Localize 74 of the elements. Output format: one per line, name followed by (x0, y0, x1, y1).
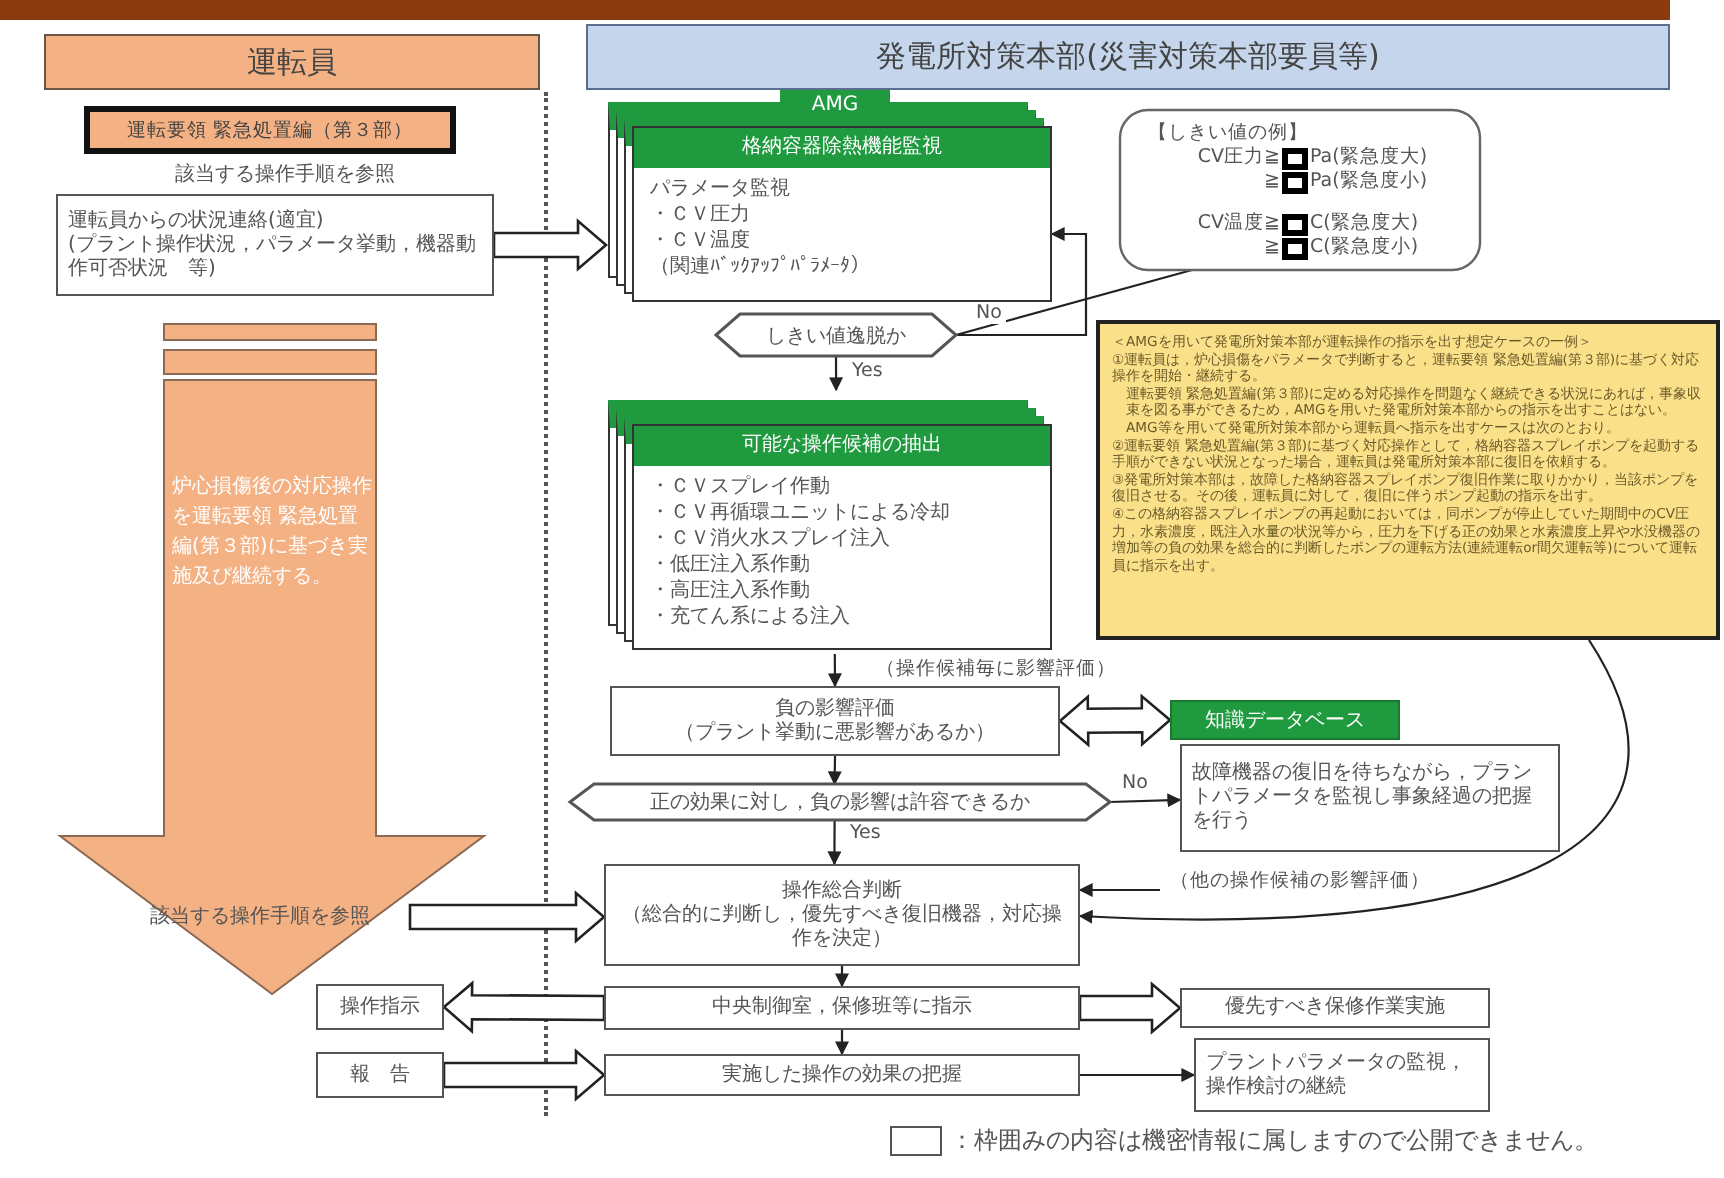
process-box (1180, 988, 1490, 1028)
arrow (1078, 883, 1160, 897)
box-text: プラントパラメータの監視，操作検討の継続 (1206, 1051, 1468, 1099)
body-text: ・充てん系による注入 (650, 604, 852, 630)
process-box (604, 864, 1080, 966)
arrow (827, 820, 842, 866)
arrow (835, 966, 849, 988)
block-arrow (1058, 693, 1172, 748)
box-text: 操作指示 (338, 995, 422, 1019)
edge-label: Yes (846, 822, 885, 844)
arrow (827, 654, 842, 688)
process-box (316, 1052, 444, 1098)
arrow (1078, 639, 1629, 924)
box-text: 実施した操作の効果の把握 (720, 1063, 964, 1087)
box-text: 報 告 (348, 1063, 412, 1087)
box-text: 負の影響評価 (773, 697, 897, 721)
body-text: ・ＣＶ消火水スプレイ注入 (650, 526, 892, 552)
decision-text: 正の効果に対し，負の影響は許容できるか (650, 789, 1030, 816)
process-box (56, 194, 494, 296)
callout-text: CV圧力≧ (1195, 146, 1280, 170)
body-text: パラメータ監視 (650, 176, 792, 202)
body-text: ・ＣＶ再循環ユニットによる冷却 (650, 500, 952, 526)
box-text: 優先すべき保修作業実施 (1223, 996, 1447, 1020)
box-text: 運転員からの状況連絡(適宜) (68, 209, 326, 233)
arrow (1109, 793, 1182, 808)
column-header: 運転員 (44, 34, 540, 90)
arrow (1080, 1068, 1196, 1082)
arrow (829, 356, 844, 392)
arrow (956, 227, 1088, 337)
note-text: 該当する操作手順を参照 (173, 161, 397, 188)
arrow (835, 1030, 849, 1056)
body-text: ・ＣＶ温度 (650, 228, 752, 254)
process-box (1194, 1038, 1490, 1112)
database-box: 知識データベース (1170, 700, 1400, 740)
body-text: ・ＣＶスプレイ作動 (650, 474, 832, 500)
body-text: ・高圧注入系作動 (650, 578, 812, 604)
box-text: (プラント操作状況，パラメータ挙動，機器動作可否状況 等) (68, 233, 478, 281)
box-text: 操作総合判断 (780, 879, 904, 903)
callout-text: C(緊急度小) (1310, 236, 1419, 260)
process-box (604, 986, 1080, 1030)
box-text: （総合的に判断し，優先すべき復旧機器，対応操作を決定） (620, 903, 1064, 951)
leader-line (955, 268, 1193, 337)
block-arrow (1078, 981, 1182, 1035)
process-box (1180, 744, 1560, 852)
body-text: （関連ﾊﾞｯｸｱｯﾌﾟﾊﾟﾗﾒｰﾀ） (650, 254, 872, 280)
callout-text: 【しきい値の例】 (1148, 122, 1310, 146)
callout-text: Pa(緊急度小) (1310, 170, 1428, 194)
title-box: 運転要領 緊急処置編（第３部） (84, 106, 456, 154)
callout-text: Pa(緊急度大) (1310, 146, 1428, 170)
process-box (604, 1054, 1080, 1096)
process-box (316, 984, 444, 1030)
edge-label: Yes (848, 360, 887, 382)
process-box (610, 686, 1060, 756)
body-text: ・低圧注入系作動 (650, 552, 812, 578)
note-box (1096, 320, 1720, 640)
box-text: 中央制御室，保修班等に指示 (710, 996, 974, 1020)
edge-label: No (972, 302, 1006, 324)
body-text: ・ＣＶ圧力 (650, 202, 752, 228)
decision-text: しきい値逸脱か (766, 323, 906, 349)
header-band: 可能な操作候補の抽出 (634, 426, 1050, 466)
callout-text: ≧ (1262, 236, 1280, 260)
callout-text: C(緊急度大) (1310, 212, 1419, 236)
edge-label: No (1118, 772, 1152, 794)
callout-text: ≧ (1262, 170, 1280, 194)
box-text: 故障機器の復旧を待ちながら，プラントパラメータを監視し事象経過の把握を行う (1192, 762, 1534, 834)
arrow (827, 756, 842, 786)
callout-text: CV温度≧ (1195, 212, 1280, 236)
column-header: 発電所対策本部(災害対策本部要員等) (586, 24, 1670, 90)
legend-text: ：枠囲みの内容は機密情報に属しますので公開できません。 (950, 1124, 1598, 1158)
block-arrow (442, 1048, 606, 1102)
block-arrow (492, 218, 608, 272)
block-arrow (442, 980, 606, 1034)
box-text: （プラント挙動に悪影響があるか） (673, 721, 997, 745)
header-band: 格納容器除熱機能監視 (634, 128, 1050, 168)
